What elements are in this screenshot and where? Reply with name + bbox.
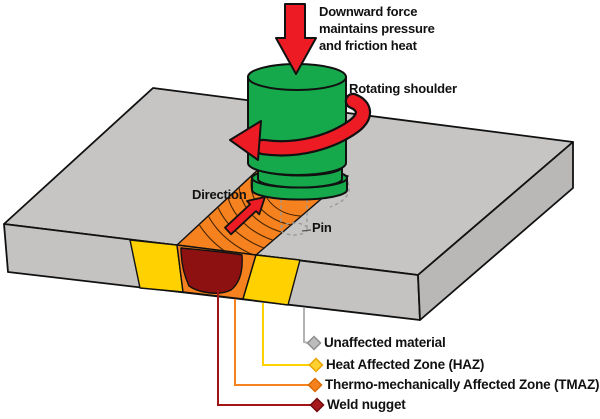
legend-line-tmaz	[234, 299, 309, 386]
weld-nugget-shape	[180, 247, 243, 294]
rotation-arrow-band	[257, 95, 369, 155]
rotating-shoulder-label: Rotating shoulder	[349, 81, 457, 96]
legend-line-unaffected	[303, 308, 309, 344]
legend-label-nugget: Weld nugget	[327, 397, 406, 412]
legend-line-haz	[262, 303, 310, 366]
direction-label: Direction	[192, 187, 247, 202]
legend-label-haz: Heat Affected Zone (HAZ)	[326, 357, 485, 372]
legend-label-unaffected: Unaffected material	[324, 335, 446, 350]
legend-diamond-nugget	[309, 397, 325, 413]
haz-band-right	[242, 254, 301, 306]
pin-leader-line	[301, 229, 312, 232]
legend-diamond-haz	[308, 357, 324, 373]
legend-diamond-tmaz	[307, 377, 323, 393]
legend-diamond-unaffected	[306, 335, 322, 351]
legend-label-tmaz: Thermo-mechanically Affected Zone (TMAZ)	[325, 377, 600, 392]
pin-label: Pin	[312, 220, 332, 235]
downward-force-label: Downward force maintains pressure and fr…	[319, 4, 435, 53]
tool-cylinder-body	[247, 76, 347, 176]
pin-dashed-outline	[279, 181, 350, 236]
legend-line-nugget	[217, 290, 311, 406]
rotation-arrow-head	[229, 120, 262, 161]
downward-force-arrow	[275, 3, 317, 75]
direction-arrow	[224, 196, 266, 236]
rotation-arrow	[229, 92, 372, 161]
plate-right-face	[417, 141, 574, 321]
